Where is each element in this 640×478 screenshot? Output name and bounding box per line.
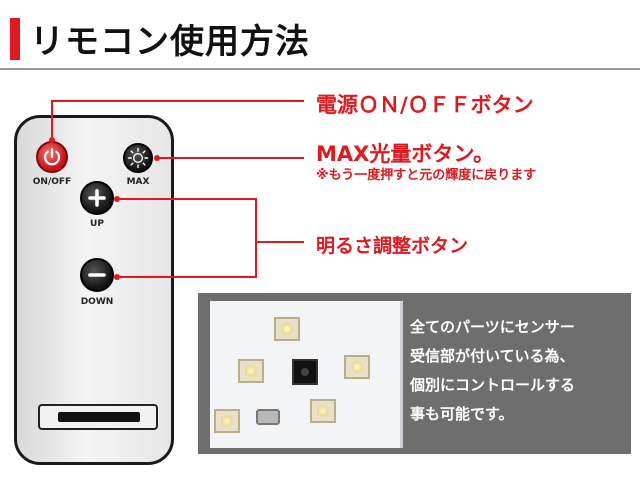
plus-icon (88, 189, 106, 207)
max-callout-note: ※もう一度押すと元の輝度に戻ります (316, 168, 537, 183)
photo-caption: 全てのパーツにセンサー 受信部が付いている為、 個別にコントロールする 事も可能… (410, 313, 625, 429)
tact-switch (256, 409, 280, 425)
caption-line: 受信部が付いている為、 (410, 347, 575, 365)
led-board-image (210, 301, 403, 448)
led-chip (344, 355, 370, 379)
down-callout-line (117, 276, 256, 278)
title-divider (0, 68, 640, 70)
power-callout-label: 電源ＯＮ/ＯＦＦボタン (316, 93, 534, 117)
power-button[interactable] (36, 141, 68, 173)
brightness-bracket (255, 198, 257, 278)
sensor-photo-panel: 全てのパーツにセンサー 受信部が付いている為、 個別にコントロールする 事も可能… (198, 293, 631, 454)
power-icon (43, 147, 61, 166)
power-callout-line-h (51, 100, 304, 102)
max-button[interactable] (123, 143, 153, 173)
battery-slot (38, 404, 158, 430)
title-accent-bar (10, 18, 20, 60)
led-chip (238, 359, 264, 383)
led-chip (310, 399, 336, 423)
ir-sensor (292, 359, 318, 385)
led-chip (274, 317, 300, 341)
caption-line: 全てのパーツにセンサー (410, 318, 575, 336)
up-button-label: UP (90, 219, 104, 229)
up-callout-line (117, 198, 256, 200)
max-button-label: MAX (126, 177, 150, 187)
power-callout-dot (49, 137, 55, 143)
sun-icon (127, 147, 149, 169)
power-button-label: ON/OFF (32, 177, 72, 187)
down-button-label: DOWN (80, 297, 114, 307)
caption-line: 事も可能です。 (410, 405, 514, 423)
max-callout-line (157, 157, 304, 159)
caption-line: 個別にコントロールする (410, 376, 576, 394)
minus-icon (88, 273, 106, 277)
brightness-callout-label: 明るさ調整ボタン (316, 235, 469, 257)
max-callout-label: MAX光量ボタン。 (316, 142, 495, 166)
power-callout-line-v (51, 101, 53, 139)
page-title: リモコン使用方法 (30, 22, 310, 62)
led-chip (214, 409, 240, 433)
brightness-callout-line (255, 241, 304, 243)
up-button[interactable] (80, 181, 114, 215)
down-button[interactable] (80, 258, 114, 292)
